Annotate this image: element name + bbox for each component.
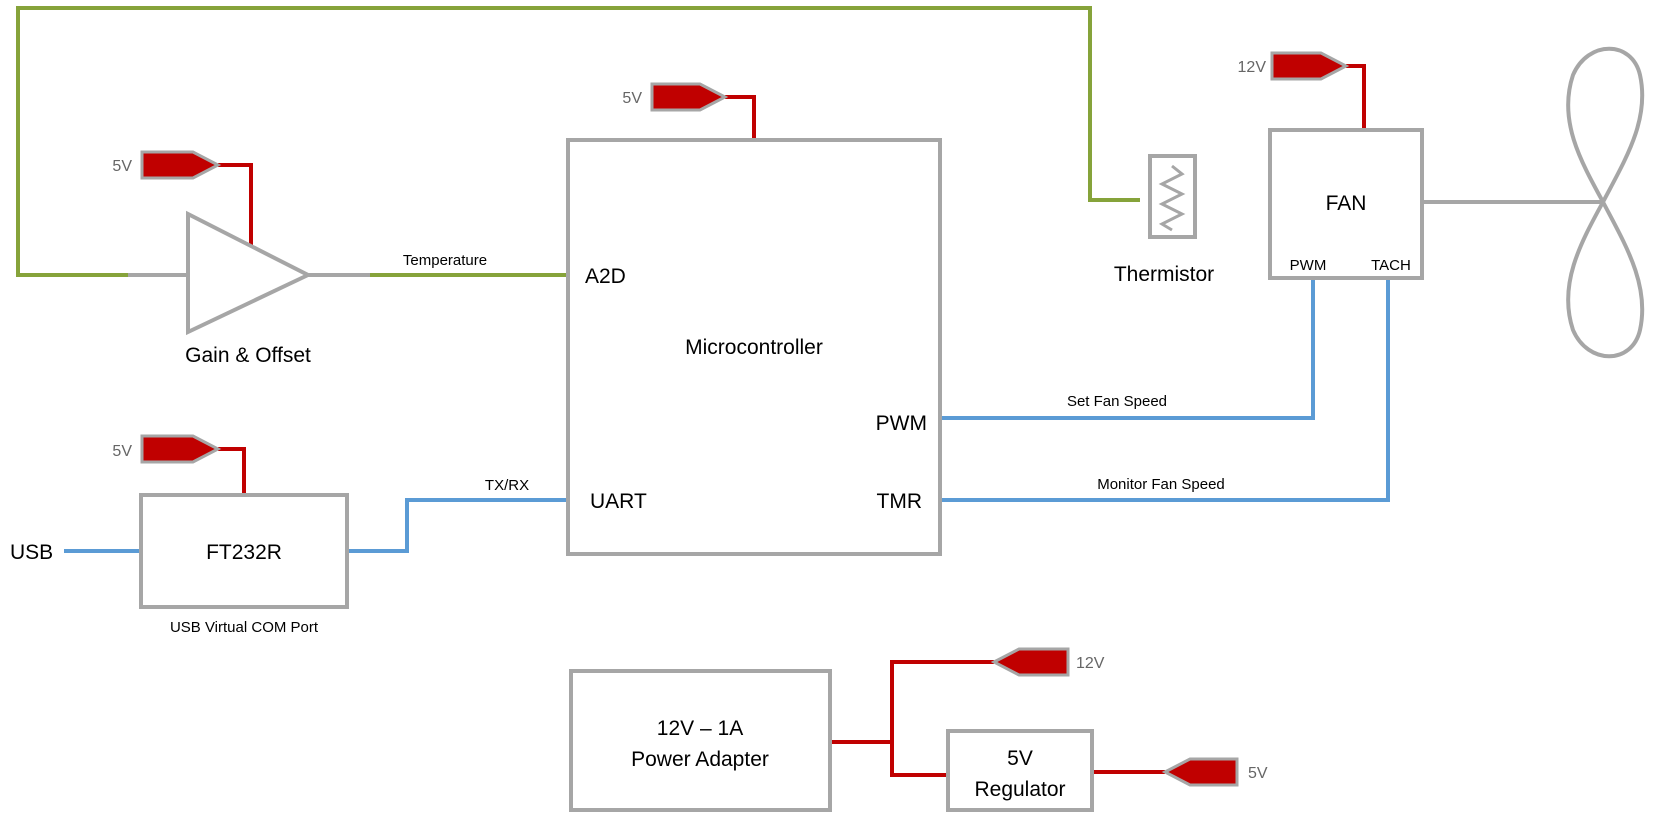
fan-power-connector: [1270, 51, 1350, 81]
fan-label: FAN: [1326, 192, 1367, 215]
pwm-wire: [940, 280, 1315, 420]
thermistor-feedback-wire: [16, 6, 1140, 277]
fan-power-label: 12V: [1238, 59, 1267, 76]
uart-pin-label: UART: [590, 490, 647, 513]
pwm-pin-label: PWM: [876, 412, 927, 435]
ft232r-caption: USB Virtual COM Port: [170, 619, 319, 636]
usb-label: USB: [10, 541, 53, 564]
regulator-5v-output-label: 5V: [1248, 765, 1268, 782]
tach-wire: [940, 280, 1390, 502]
regulator-label-line1: 5V: [1007, 747, 1033, 770]
set-fan-speed-label: Set Fan Speed: [1067, 393, 1167, 410]
ft232r-power-label: 5V: [112, 443, 132, 460]
thermistor-label: Thermistor: [1114, 263, 1214, 286]
ft232r-power-wire: [218, 447, 246, 495]
adapter-12v-output-label: 12V: [1076, 655, 1105, 672]
microcontroller-block: [566, 138, 942, 556]
fan-power-wire: [1346, 64, 1366, 130]
regulator-label-line2: Regulator: [974, 778, 1065, 801]
monitor-fan-speed-label: Monitor Fan Speed: [1097, 476, 1225, 493]
temperature-signal-label: Temperature: [403, 252, 487, 269]
txrx-signal-label: TX/RX: [485, 477, 529, 494]
thermistor-body: [1148, 154, 1197, 239]
amp-power-connector: [140, 150, 222, 180]
power-adapter-block: [569, 669, 832, 812]
amp-power-wire: [218, 163, 253, 247]
ft232r-label: FT232R: [206, 541, 282, 564]
mcu-power-label: 5V: [622, 90, 642, 107]
fan-propeller-icon: [1566, 46, 1645, 359]
regulator-block: [946, 729, 1094, 812]
ft232r-block: [139, 493, 349, 609]
ft232r-power-connector: [140, 434, 222, 464]
adapter-output-wire: [830, 660, 994, 744]
adapter-label-line2: Power Adapter: [631, 748, 769, 771]
regulator-5v-output-connector: [1161, 757, 1239, 787]
adapter-12v-output-connector: [990, 647, 1070, 677]
gain-offset-label: Gain & Offset: [185, 344, 311, 367]
a2d-pin-label: A2D: [585, 265, 626, 288]
mcu-power-wire: [725, 95, 756, 140]
fan-pwm-pin-label: PWM: [1290, 257, 1327, 274]
amp-power-label: 5V: [112, 158, 132, 175]
thermistor-zigzag-icon: [1158, 164, 1186, 232]
amplifier-triangle: [186, 210, 313, 336]
adapter-label-line1: 12V – 1A: [657, 717, 743, 740]
regulator-input-wire: [890, 742, 948, 777]
microcontroller-label: Microcontroller: [685, 336, 823, 359]
fan-block: [1268, 128, 1424, 280]
fan-tach-pin-label: TACH: [1371, 257, 1411, 274]
mcu-power-connector: [650, 82, 729, 112]
tmr-pin-label: TMR: [877, 490, 923, 513]
txrx-wire: [347, 498, 570, 553]
